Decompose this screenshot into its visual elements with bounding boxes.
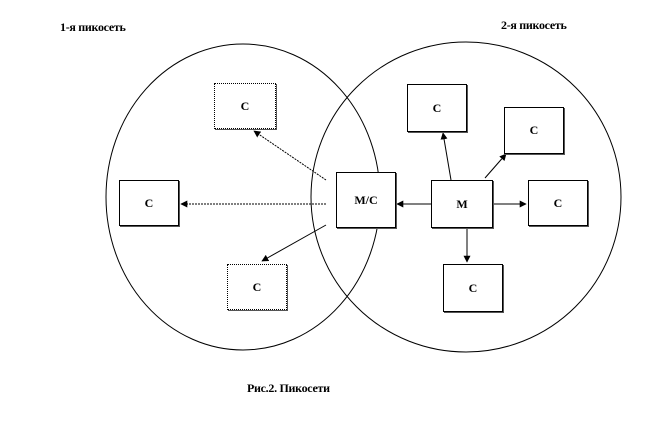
- piconet-2-title: 2-я пикосеть: [501, 18, 567, 32]
- slave-c-bottom-left-node: C: [227, 264, 287, 310]
- slave-c-bottom-node: C: [443, 264, 503, 312]
- piconet-2-circle: [310, 41, 622, 353]
- arrow-master-to-c-top-right: [484, 153, 507, 179]
- arrow-bridge-to-c-bottom-left: [261, 224, 327, 262]
- piconet-1-title: 1-я пикосеть: [60, 20, 126, 34]
- master-m-node: M: [431, 180, 493, 228]
- arrow-master-to-c-top: [440, 132, 452, 181]
- slave-c-top-right-node: C: [504, 107, 564, 154]
- slave-c-left-node: C: [119, 180, 179, 226]
- bridge-m-c-node: M/C: [336, 172, 396, 228]
- slave-c-top-node: C: [407, 84, 467, 132]
- slave-c-top-left-node: C: [214, 83, 276, 129]
- figure-caption: Рис.2. Пикосети: [247, 381, 330, 395]
- arrow-bridge-to-c-top-left: [253, 130, 327, 181]
- slave-c-right-node: C: [528, 180, 588, 226]
